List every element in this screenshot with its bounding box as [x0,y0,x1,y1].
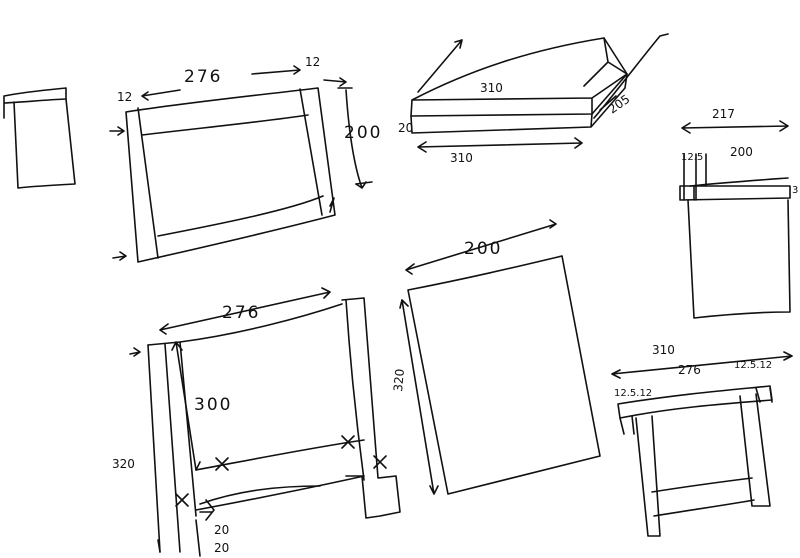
small-profile-sketch [3,87,76,189]
dim-front-total-height: 320 [112,457,135,471]
dim-front-foot-b: 20 [214,541,229,555]
dim-front-foot-a: 20 [214,523,229,537]
dim-side-left: 12 [117,90,132,104]
dim-table-middle: 276 [678,363,701,377]
box-3d-sketch: 310 20 205 310 [398,33,669,165]
dim-side-right: 12 [305,55,320,69]
dim-box-depth: 205 [606,92,633,117]
dim-section-total: 217 [712,107,735,121]
panel-sketch: 200 320 [391,219,601,495]
front-elevation-sketch: 276 300 320 20 20 [112,287,401,557]
dim-frame-width: 276 [184,67,222,87]
top-frame-sketch: 12 276 12 200 [109,55,382,263]
dim-table-left-parts: 12.5.12 [614,388,652,399]
dim-box-length-bottom: 310 [450,151,473,165]
dim-panel-height: 320 [391,368,407,392]
dim-box-length-top: 310 [480,81,503,95]
dim-frame-height: 200 [344,123,382,143]
dim-section-part-a: 12.5 [681,152,703,163]
dim-panel-width: 200 [464,239,502,259]
dim-box-thickness: 20 [398,121,413,135]
dim-table-total: 310 [652,343,675,357]
section-detail-sketch: 217 12.5 200 3 [679,107,798,319]
dim-section-edge: 3 [792,185,798,196]
table-sketch: 310 12.5.12 276 12.5.12 [611,343,793,537]
dim-section-part-b: 200 [730,145,753,159]
dim-table-right-parts: 12.5.12 [734,360,772,371]
dim-front-inner-height: 300 [194,395,232,415]
dim-front-inner-width: 276 [222,303,260,323]
